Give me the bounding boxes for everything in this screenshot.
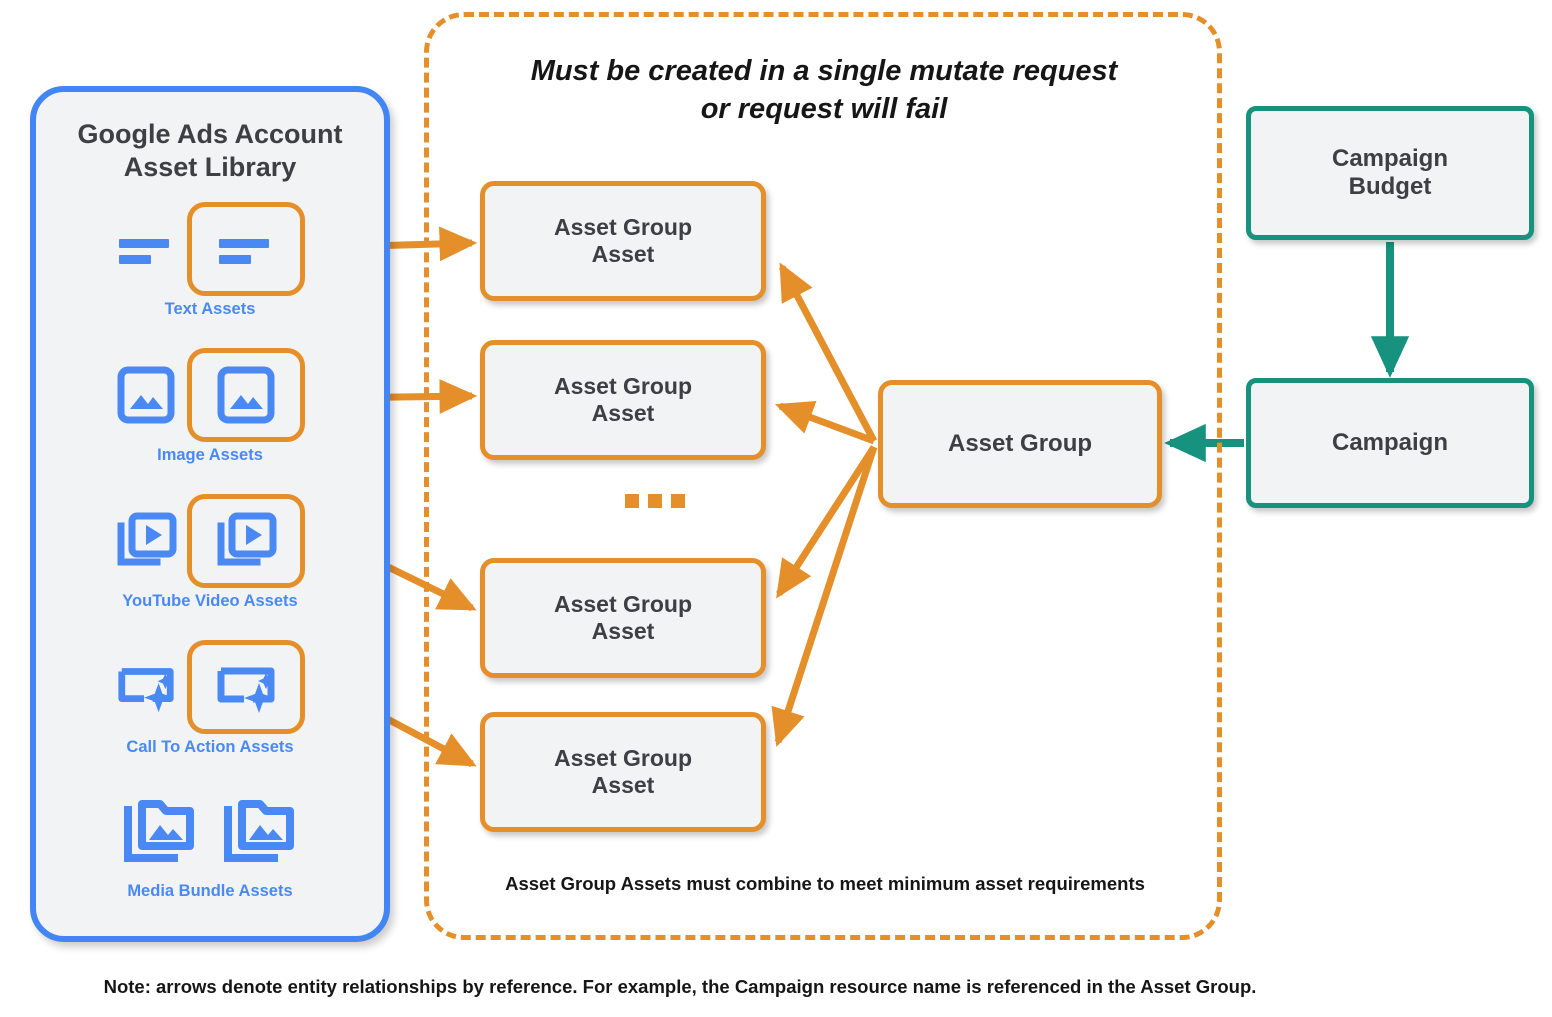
- asset-label-media-bundle: Media Bundle Assets: [127, 882, 293, 900]
- youtube-video-asset-icon: [115, 510, 177, 572]
- asset-group-asset-label-line1: Asset Group: [553, 213, 693, 240]
- ellipsis-dot: [625, 494, 639, 508]
- arrow-asset-group-to-aga3: [776, 445, 877, 599]
- asset-label-youtube-video: YouTube Video Assets: [122, 592, 298, 610]
- asset-group-label: Asset Group: [947, 429, 1093, 457]
- campaign-node[interactable]: Campaign: [1246, 378, 1534, 508]
- asset-group-asset-node-2[interactable]: Asset Group Asset: [480, 340, 766, 460]
- asset-library-title: Google Ads Account Asset Library: [36, 118, 384, 184]
- asset-group-asset-label-line1: Asset Group: [553, 372, 693, 399]
- asset-group-asset-label-line1: Asset Group: [553, 590, 693, 617]
- asset-row-youtube-video[interactable]: YouTube Video Assets: [36, 492, 384, 611]
- asset-group-asset-node-1[interactable]: Asset Group Asset: [480, 181, 766, 301]
- asset-group-asset-label-line1: Asset Group: [553, 744, 693, 771]
- arrow-asset-group-to-aga1: [778, 262, 878, 443]
- media-bundle-asset-icon: [122, 795, 198, 867]
- campaign-budget-node[interactable]: Campaign Budget: [1246, 106, 1534, 240]
- asset-group-node[interactable]: Asset Group: [878, 380, 1162, 508]
- asset-group-asset-label-line2: Asset: [591, 618, 655, 644]
- asset-row-call-to-action[interactable]: Call To Action Assets: [36, 638, 384, 757]
- asset-group-asset-node-3[interactable]: Asset Group Asset: [480, 558, 766, 678]
- campaign-label: Campaign: [1331, 428, 1448, 456]
- asset-label-call-to-action: Call To Action Assets: [126, 738, 294, 756]
- asset-label-image: Image Assets: [157, 446, 263, 464]
- asset-library-panel: Google Ads Account Asset Library: [30, 86, 390, 942]
- media-bundle-asset-icon-pair: [36, 782, 384, 880]
- arrow-asset-group-to-aga2: [775, 401, 876, 445]
- campaign-budget-label-line2: Budget: [1348, 173, 1432, 200]
- asset-group-asset-label-line2: Asset: [591, 400, 655, 426]
- mutate-note-line2: or request will fail: [700, 93, 948, 126]
- call-to-action-asset-icon-selected[interactable]: [187, 640, 305, 734]
- ellipsis-indicator: [625, 492, 685, 510]
- asset-library-title-line2: Asset Library: [123, 151, 297, 182]
- text-asset-icon-pair: [36, 200, 384, 298]
- youtube-video-asset-icon-pair: [36, 492, 384, 590]
- arrow-asset-group-to-aga4: [771, 445, 878, 748]
- asset-group-asset-node-4[interactable]: Asset Group Asset: [480, 712, 766, 832]
- asset-label-text: Text Assets: [164, 300, 256, 318]
- footer-note: Note: arrows denote entity relationships…: [103, 976, 1257, 997]
- asset-row-text[interactable]: Text Assets: [36, 200, 384, 319]
- minimum-requirements-note: Asset Group Assets must combine to meet …: [505, 873, 1145, 894]
- mutate-note-line1: Must be created in a single mutate reque…: [530, 55, 1118, 87]
- ellipsis-dot: [648, 494, 662, 508]
- asset-row-media-bundle[interactable]: Media Bundle Assets: [36, 782, 384, 901]
- ellipsis-dot: [671, 494, 685, 508]
- image-asset-icon-pair: [36, 346, 384, 444]
- text-asset-icon-selected[interactable]: [187, 202, 305, 296]
- asset-library-title-line1: Google Ads Account: [77, 119, 343, 149]
- media-bundle-asset-icon-duplicate: [222, 795, 298, 867]
- asset-group-asset-label-line2: Asset: [591, 241, 655, 267]
- campaign-budget-label-line1: Campaign: [1331, 144, 1448, 172]
- text-asset-icon: [115, 218, 177, 280]
- image-asset-icon-selected[interactable]: [187, 348, 305, 442]
- call-to-action-asset-icon-pair: [36, 638, 384, 736]
- image-asset-icon: [115, 364, 177, 426]
- call-to-action-asset-icon: [115, 656, 177, 718]
- asset-group-asset-label-line2: Asset: [591, 772, 655, 798]
- mutate-request-container: [424, 12, 1222, 940]
- youtube-video-asset-icon-selected[interactable]: [187, 494, 305, 588]
- mutate-request-note: Must be created in a single mutate reque…: [444, 52, 1204, 129]
- asset-row-image[interactable]: Image Assets: [36, 346, 384, 465]
